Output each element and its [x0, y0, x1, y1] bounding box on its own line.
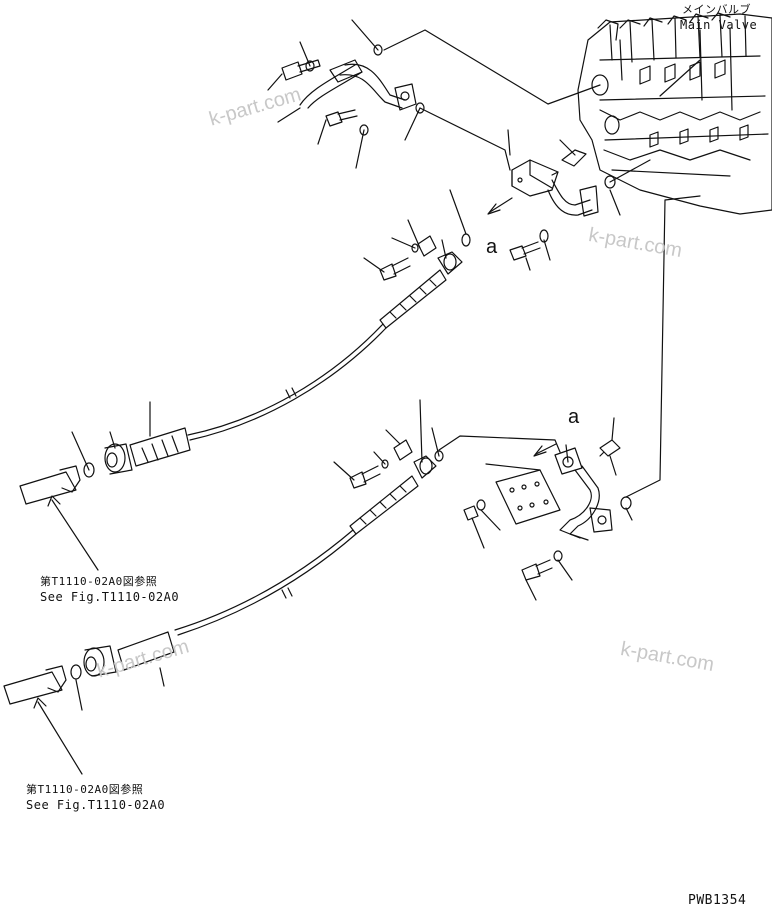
reference-1-en: See Fig.T1110-02A0 — [40, 590, 180, 604]
marker-a-top: a — [486, 236, 498, 258]
top-pipe-assembly — [267, 19, 601, 169]
reference-1-jp: 第T1110-02A0図参照 — [40, 575, 158, 588]
lower-pipe-assembly — [434, 195, 701, 601]
reference-2-jp: 第T1110-02A0図参照 — [26, 783, 144, 796]
main-valve-label-en: Main Valve — [680, 18, 758, 32]
upper-hose — [187, 219, 463, 441]
main-valve-leader — [659, 59, 701, 97]
drawing-code: PWB1354 — [688, 893, 747, 908]
lower-left-fitting — [3, 631, 175, 775]
lower-hose — [174, 399, 440, 636]
reference-2-en: See Fig.T1110-02A0 — [26, 798, 166, 812]
main-valve — [577, 12, 772, 215]
marker-a-bottom: a — [568, 406, 580, 428]
upper-left-fitting — [19, 401, 191, 571]
block-assembly — [419, 107, 651, 271]
main-valve-label-jp: メインバルブ — [682, 3, 751, 16]
